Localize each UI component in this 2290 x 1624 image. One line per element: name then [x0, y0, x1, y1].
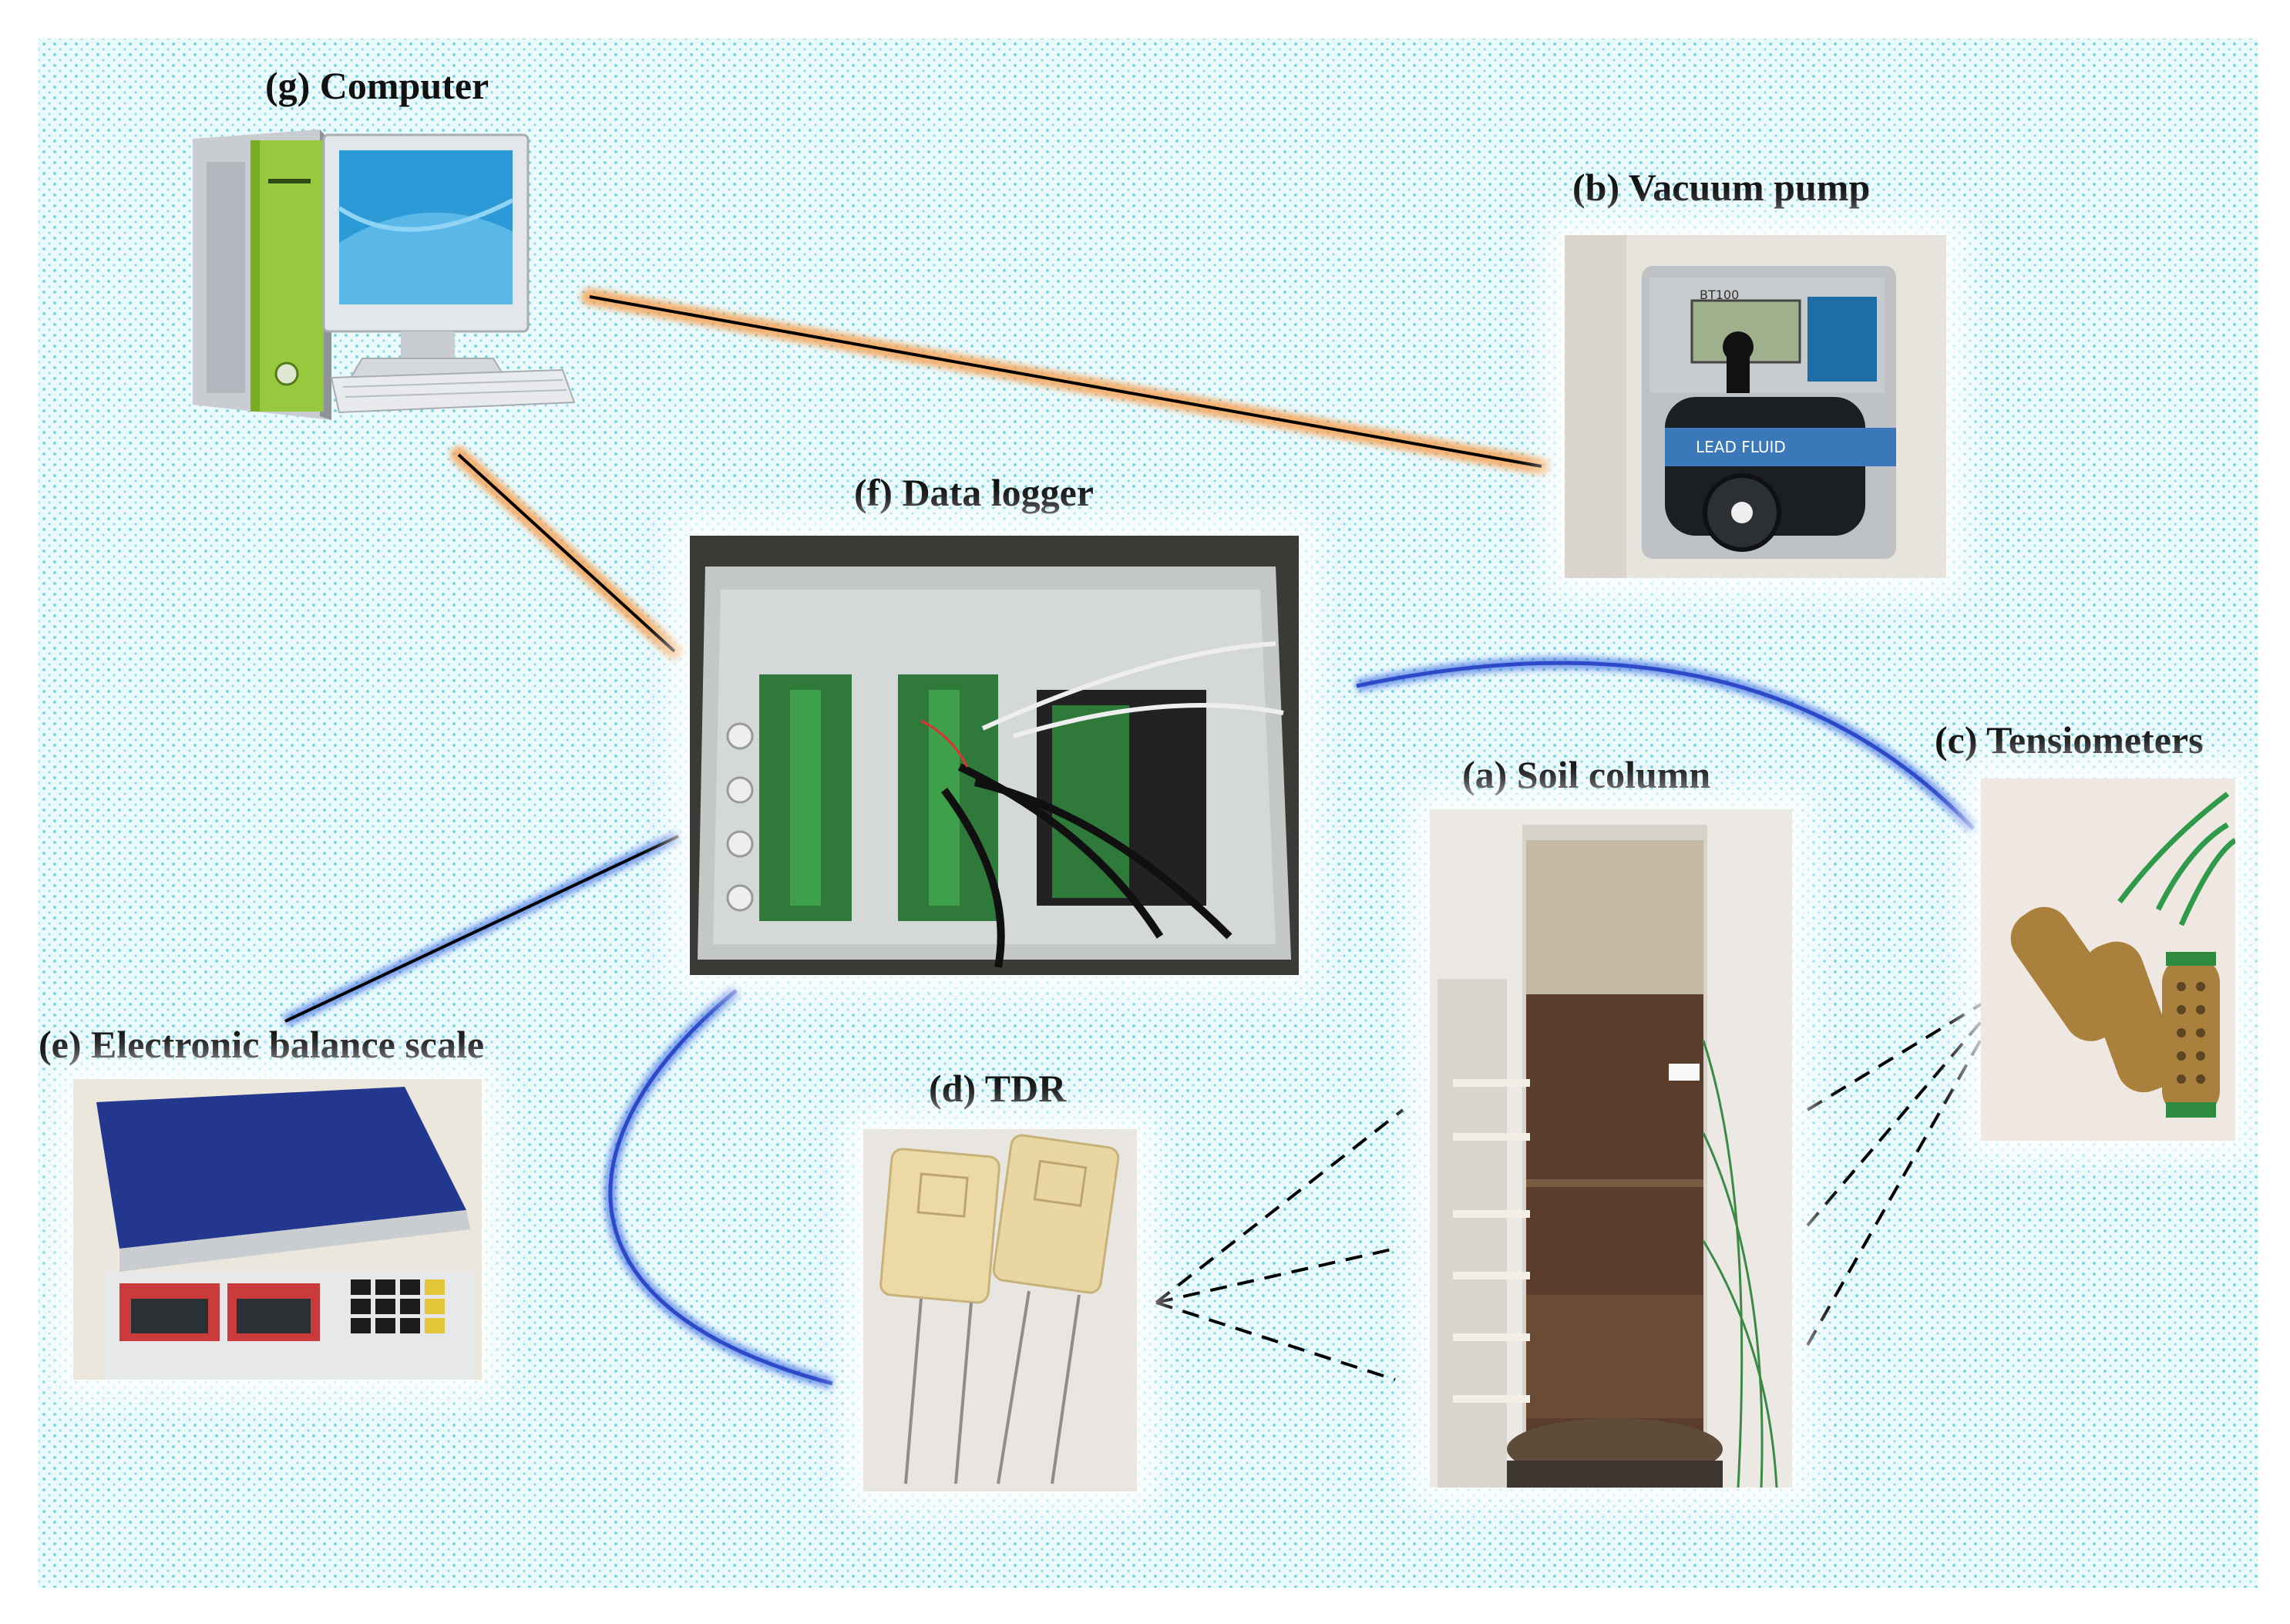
data-logger-photo: [690, 536, 1299, 975]
pump-brand-text: LEAD FLUID: [1696, 438, 1786, 456]
dashed-tdr-soil: [1155, 1108, 1404, 1381]
tensiometers-photo: [1981, 778, 2235, 1141]
tdr-photo: [863, 1129, 1137, 1491]
label-data-logger: (f) Data logger: [854, 471, 1094, 514]
cable-logger-tdr: [604, 985, 835, 1390]
balance-scale-photo: [73, 1079, 482, 1380]
soil-column-photo: [1430, 809, 1792, 1488]
cable-computer-logger: [450, 446, 683, 660]
label-computer: (g) Computer: [265, 64, 489, 107]
cable-computer-pump: [581, 288, 1550, 475]
label-soil-column: (a) Soil column: [1462, 753, 1711, 796]
cable-logger-balance: [282, 830, 681, 1027]
vacuum-pump-photo: LEAD FLUID BT100: [1565, 235, 1946, 578]
label-tensiometers: (c) Tensiometers: [1935, 718, 2204, 762]
pump-model-text: BT100: [1700, 287, 1739, 302]
label-electronic-balance: (e) Electronic balance scale: [39, 1023, 485, 1066]
dashed-soil-tensiometers: [1806, 1000, 1986, 1346]
cable-logger-tensiometers: [1355, 657, 1978, 833]
label-tdr: (d) TDR: [929, 1067, 1067, 1110]
computer-illustration: [177, 116, 578, 424]
desktop-computer-icon: [193, 129, 576, 420]
label-vacuum-pump: (b) Vacuum pump: [1572, 166, 1871, 209]
